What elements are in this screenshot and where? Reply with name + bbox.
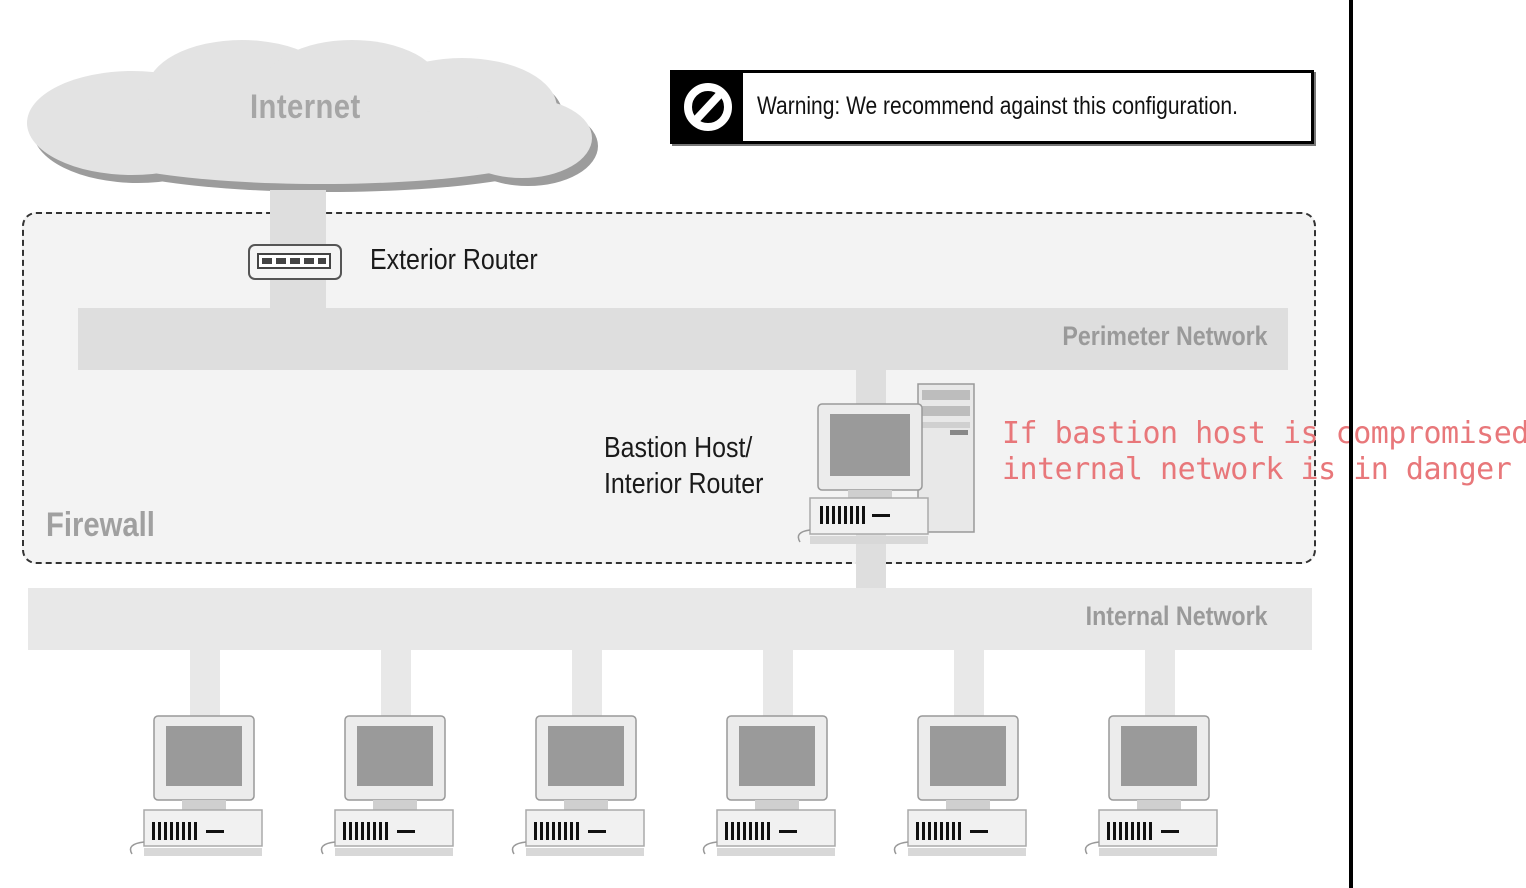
host-link: [381, 648, 411, 720]
right-divider: [1349, 0, 1353, 888]
firewall-zone: [22, 212, 1316, 564]
workstation-icon: [320, 715, 454, 856]
host-link: [572, 648, 602, 720]
host-link: [954, 648, 984, 720]
workstation-icon: [893, 715, 1027, 856]
warning-banner: Warning: We recommend against this confi…: [670, 70, 1314, 144]
host-link: [763, 648, 793, 720]
compromise-annotation: If bastion host is compromised, internal…: [1002, 416, 1526, 488]
internal-network-band: [28, 588, 1312, 650]
bastion-host-icon: [797, 383, 975, 544]
bastion-label-line2: Interior Router: [604, 468, 764, 500]
host-link: [190, 648, 220, 720]
bastion-label-line1: Bastion Host/: [604, 432, 753, 464]
warning-text: Warning: We recommend against this confi…: [757, 92, 1238, 120]
internet-cloud: [27, 40, 598, 192]
workstation-icon: [1084, 715, 1218, 856]
firewall-label: Firewall: [46, 506, 155, 544]
perimeter-network-label: Perimeter Network: [1062, 321, 1268, 351]
annotation-line1: If bastion host is compromised,: [1002, 416, 1526, 451]
workstation-icon: [129, 715, 263, 856]
workstation-icon: [511, 715, 645, 856]
host-link: [1145, 648, 1175, 720]
internet-label: Internet: [250, 88, 361, 126]
perimeter-network-band: [78, 308, 1288, 370]
bastion-host-label: Bastion Host/ Interior Router: [604, 430, 763, 502]
router-icon: [248, 244, 342, 280]
annotation-line2: internal network is in danger: [1002, 452, 1512, 487]
workstation-icon: [702, 715, 836, 856]
prohibited-icon: [673, 73, 743, 141]
exterior-router-label: Exterior Router: [370, 244, 538, 276]
internal-network-label: Internal Network: [1086, 601, 1268, 631]
